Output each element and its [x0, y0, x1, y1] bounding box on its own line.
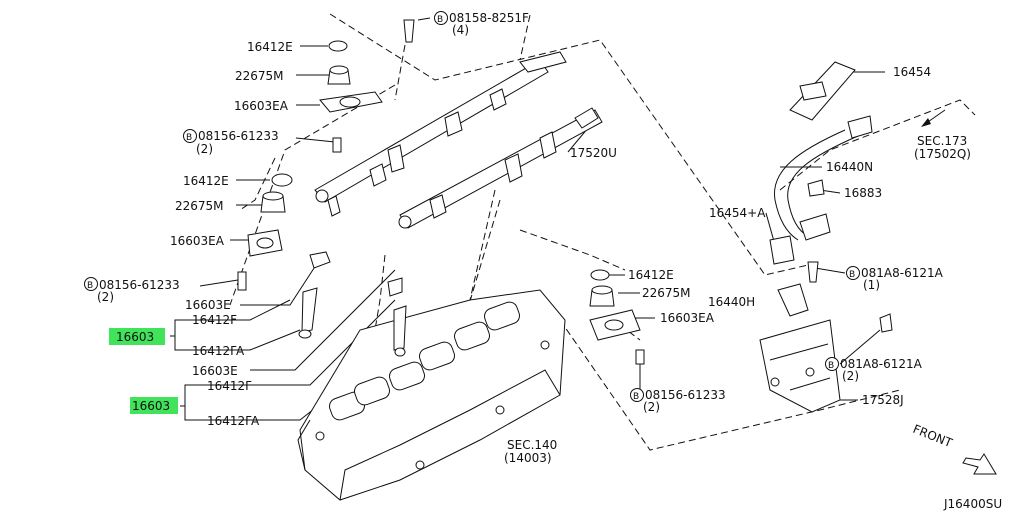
label-16603ea-b: 16603EA — [170, 234, 225, 248]
label-22675m-c: 22675M — [642, 286, 691, 300]
svg-text:B: B — [633, 392, 639, 402]
label-bolt-a: 08156-61233 — [198, 129, 279, 143]
label-bolt-a-qty: (2) — [196, 142, 213, 156]
label-bolt-r1: 081A8-6121A — [861, 266, 944, 280]
svg-text:B: B — [828, 361, 834, 371]
label-bolt-c-qty: (2) — [643, 400, 660, 414]
label-bolt-c: 08156-61233 — [645, 388, 726, 402]
label-16454a: 16454+A — [709, 206, 766, 220]
front-arrow-icon — [962, 453, 997, 475]
bolt-symbol-icon — [84, 277, 98, 291]
bolt-symbol-icon — [434, 11, 448, 25]
bolt-symbols: B B B B B B — [84, 11, 860, 402]
front-arrow: FRONT — [911, 422, 997, 475]
label-bolt-top-qty: (4) — [452, 23, 469, 37]
label-bolt-r2-qty: (2) — [842, 369, 859, 383]
label-sec140-ref: (14003) — [504, 451, 552, 465]
label-16412e-a: 16412E — [247, 40, 293, 54]
label-16440n: 16440N — [826, 160, 873, 174]
label-16603ea-a: 16603EA — [234, 99, 289, 113]
label-16412f-a: 16412F — [192, 313, 237, 327]
label-bolt-b: 08156-61233 — [99, 278, 180, 292]
fuel-rail-upper — [314, 51, 567, 217]
left-parts-stack — [237, 19, 415, 357]
label-16412e-b: 16412E — [183, 174, 229, 188]
injector-highlight-lower — [130, 397, 178, 414]
sec173-arrow-icon — [921, 109, 946, 127]
svg-text:B: B — [87, 281, 93, 291]
label-16440h: 16440H — [708, 295, 755, 309]
injector-highlight-upper — [109, 328, 165, 345]
bolt-symbol-icon — [630, 388, 644, 402]
label-22675m-a: 22675M — [235, 69, 284, 83]
label-16883: 16883 — [844, 186, 882, 200]
label-16412e-c: 16412E — [628, 268, 674, 282]
front-label: FRONT — [911, 422, 955, 451]
label-17528j: 17528J — [862, 393, 904, 407]
intake-manifold — [297, 289, 566, 501]
label-16412fa-b: 16412FA — [207, 414, 260, 428]
manifold-ports — [329, 301, 520, 421]
part-labels: 16412E 22675M 16603EA 08156-61233 (2) 16… — [97, 11, 1002, 511]
label-17520u: 17520U — [570, 146, 617, 160]
label-22675m-b: 22675M — [175, 199, 224, 213]
label-sec173-ref: (17502Q) — [914, 147, 971, 161]
label-sec140: SEC.140 — [507, 438, 557, 452]
label-bolt-r2: 081A8-6121A — [840, 357, 923, 371]
label-16454: 16454 — [893, 65, 931, 79]
label-bolt-r1-qty: (1) — [863, 278, 880, 292]
svg-text:B: B — [849, 270, 855, 280]
fuel-rail-lower — [398, 107, 603, 229]
diagram-id: J16400SU — [943, 497, 1002, 511]
label-16412f-b: 16412F — [207, 379, 252, 393]
right-hose-bracket-group — [759, 61, 893, 413]
center-damper-stack — [589, 269, 645, 365]
label-bolt-top: 08158-8251F — [449, 11, 529, 25]
bolt-symbol-icon — [183, 129, 197, 143]
label-bolt-b-qty: (2) — [97, 290, 114, 304]
label-injector-16603-b: 16603 — [132, 399, 170, 413]
label-16603ea-c: 16603EA — [660, 311, 715, 325]
label-16603e-a: 16603E — [185, 298, 231, 312]
svg-text:B: B — [437, 15, 443, 25]
bolt-symbol-icon — [825, 357, 839, 371]
svg-text:B: B — [186, 133, 192, 143]
bolt-symbol-icon — [846, 266, 860, 280]
label-16412fa-a: 16412FA — [192, 344, 245, 358]
label-sec173: SEC.173 — [917, 134, 967, 148]
label-16603e-b: 16603E — [192, 364, 238, 378]
label-injector-16603-a: 16603 — [116, 330, 154, 344]
